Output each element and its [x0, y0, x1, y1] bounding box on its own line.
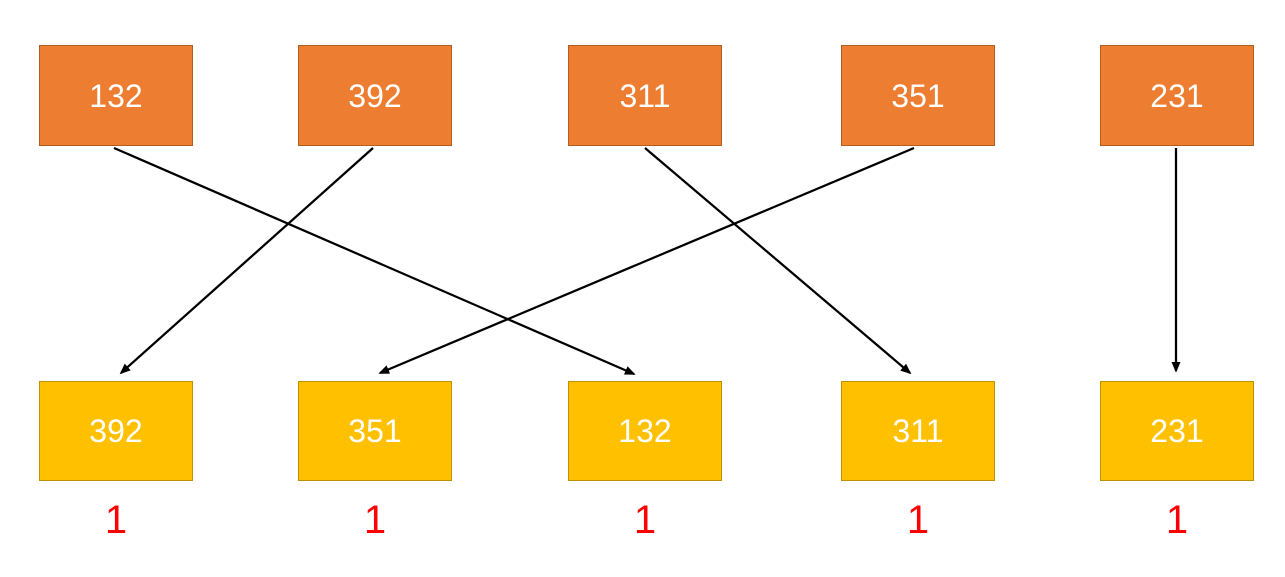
count-label-2-value: 1: [363, 498, 387, 542]
count-label-3-value: 1: [633, 498, 657, 542]
count-label-1: 1: [39, 498, 193, 542]
top-box-5-value: 231: [1150, 77, 1204, 114]
count-label-2: 1: [298, 498, 452, 542]
bottom-box-2: 351: [298, 381, 452, 481]
top-box-5: 231: [1100, 45, 1254, 146]
bottom-box-1-value: 392: [89, 413, 143, 449]
count-label-1-value: 1: [104, 498, 128, 542]
bottom-box-1: 392: [39, 381, 193, 481]
bottom-box-4-value: 311: [892, 413, 944, 449]
top-box-2: 392: [298, 45, 452, 146]
bottom-box-4: 311: [841, 381, 995, 481]
arrow-311-top3-to-bottom4: [644, 147, 912, 375]
arrow-132-top1-to-bottom3: [113, 146, 636, 376]
bottom-box-3-value: 132: [618, 413, 672, 449]
top-box-4-value: 351: [891, 77, 945, 114]
top-box-2-value: 392: [348, 77, 402, 114]
arrow-392-top2-to-bottom1: [119, 147, 374, 375]
bottom-box-5-value: 231: [1150, 413, 1204, 449]
count-label-4: 1: [841, 498, 995, 542]
bottom-box-5: 231: [1100, 381, 1254, 481]
top-box-3: 311: [568, 45, 722, 146]
top-box-1-value: 132: [89, 77, 143, 114]
arrow-351-top4-to-bottom2: [378, 146, 915, 375]
count-label-5-value: 1: [1165, 498, 1189, 542]
count-label-5: 1: [1100, 498, 1254, 542]
count-label-4-value: 1: [906, 498, 930, 542]
count-label-3: 1: [568, 498, 722, 542]
bottom-box-3: 132: [568, 381, 722, 481]
top-box-4: 351: [841, 45, 995, 146]
top-box-1: 132: [39, 45, 193, 146]
top-box-3-value: 311: [619, 77, 671, 114]
bottom-box-2-value: 351: [348, 413, 402, 449]
